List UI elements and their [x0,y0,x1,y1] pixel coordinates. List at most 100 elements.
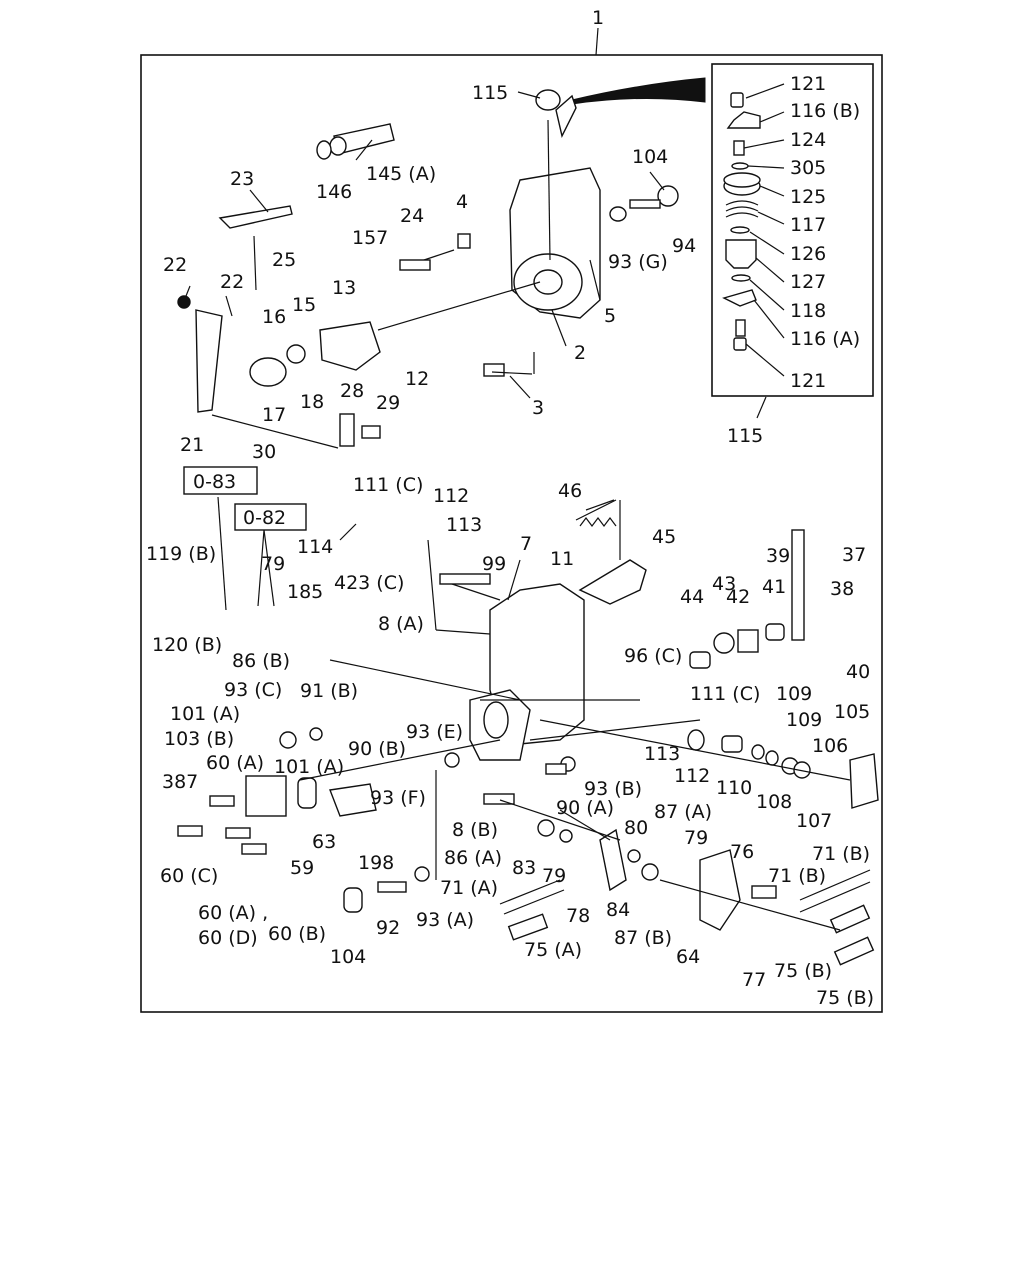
callout-label: 99 [482,553,506,575]
callout-label: 109 [786,709,822,731]
callout-label: 86 (A) [444,847,502,869]
callout-label: 37 [842,544,866,566]
callout-label: 119 (B) [146,543,216,565]
callout-label: 93 (C) [224,679,282,701]
callout-label: 111 (C) [690,683,760,705]
callout-label: 12 [405,368,429,390]
ref-box-0-83[interactable]: 0-83 [183,466,258,495]
left-middle-parts [177,727,501,913]
callout-label: 60 (C) [160,865,218,887]
main-labels: 115 146 145 (A) 23 25 24 4 157 104 94 93… [146,82,874,1009]
callout-label: 113 [446,514,482,536]
callout-label: 101 (A) [170,703,240,725]
callout-label: 103 (B) [164,728,234,750]
callout-label: 28 [340,380,364,402]
callout-label: 17 [262,404,286,426]
callout-label: 124 [790,129,826,151]
callout-label: 79 [542,865,566,887]
callout-label: 15 [292,294,316,316]
governor-housing [509,89,601,319]
lower-right-parts [414,752,875,966]
callout-label: 64 [676,946,700,968]
callout-label: 2 [574,342,586,364]
callout-label: 104 [632,146,668,168]
callout-label: 18 [300,391,324,413]
right-row-parts [687,623,879,809]
callout-label: 60 (D) [198,927,258,949]
callout-label: 116 (B) [790,100,860,122]
control-body [439,499,805,761]
callout-label: 5 [604,305,616,327]
callout-label: 29 [376,392,400,414]
callout-label: 4 [456,191,468,213]
callout-label: 87 (B) [614,927,672,949]
callout-label: 8 (A) [378,613,424,635]
callout-label: 78 [566,905,590,927]
callout-label: 22 [220,271,244,293]
callout-label: 94 [672,235,696,257]
callout-label: 76 [730,841,754,863]
callout-label: 93 (B) [584,778,642,800]
callout-label: 118 [790,300,826,322]
callout-label: 40 [846,661,870,683]
callout-label: 71 (B) [812,843,870,865]
callout-label: 60 (A) , [198,902,268,924]
callout-label: 79 [261,553,285,575]
callout-label: 59 [290,857,314,879]
callout-label: 86 (B) [232,650,290,672]
callout-label: 25 [272,249,296,271]
callout-label: 185 [287,581,323,603]
ref-box-0-82[interactable]: 0-82 [234,503,307,531]
callout-label: 110 [716,777,752,799]
inset-frame [711,63,874,397]
callout-label: 126 [790,243,826,265]
main-frame [140,54,883,1013]
callout-label: 105 [834,701,870,723]
callout-label: 39 [766,545,790,567]
callout-label: 38 [830,578,854,600]
callout-label: 96 (C) [624,645,682,667]
callout-label: 198 [358,852,394,874]
callout-label: 30 [252,441,276,463]
callout-label: 84 [606,899,630,921]
callout-label: 42 [726,586,750,608]
callout-label: 120 (B) [152,634,222,656]
callout-label: 71 (A) [440,877,498,899]
assembly-number: 1 [592,7,604,29]
inset-title: 115 [727,425,763,447]
callout-label: 115 [472,82,508,104]
callout-label: 23 [230,168,254,190]
callout-label: 24 [400,205,424,227]
callout-label: 121 [790,370,826,392]
callout-label: 43 [712,573,736,595]
callout-label: 79 [684,827,708,849]
callout-label: 93 (F) [370,787,426,809]
callout-label: 16 [262,306,286,328]
callout-label: 108 [756,791,792,813]
callout-label: 87 (A) [654,801,712,823]
callout-label: 60 (A) [206,752,264,774]
inset-pointer [571,77,706,105]
callout-label: 22 [163,254,187,276]
callout-label: 104 [330,946,366,968]
callout-label: 145 (A) [366,163,436,185]
callout-label: 387 [162,771,198,793]
callout-label: 71 (B) [768,865,826,887]
callout-label: 7 [520,533,532,555]
svg-text:0-83: 0-83 [193,471,236,493]
callout-label: 146 [316,181,352,203]
callout-label: 91 (B) [300,680,358,702]
callout-label: 11 [550,548,574,570]
callout-label: 41 [762,576,786,598]
callout-label: 93 (E) [406,721,463,743]
callout-label: 112 [433,485,469,507]
upper-left-parts [177,123,541,449]
callout-label: 117 [790,214,826,236]
callout-label: 21 [180,434,204,456]
callout-label: 90 (A) [556,797,614,819]
callout-label: 75 (B) [816,987,874,1009]
callout-label: 107 [796,810,832,832]
callout-label: 93 (A) [416,909,474,931]
callout-label: 75 (A) [524,939,582,961]
callout-label: 63 [312,831,336,853]
